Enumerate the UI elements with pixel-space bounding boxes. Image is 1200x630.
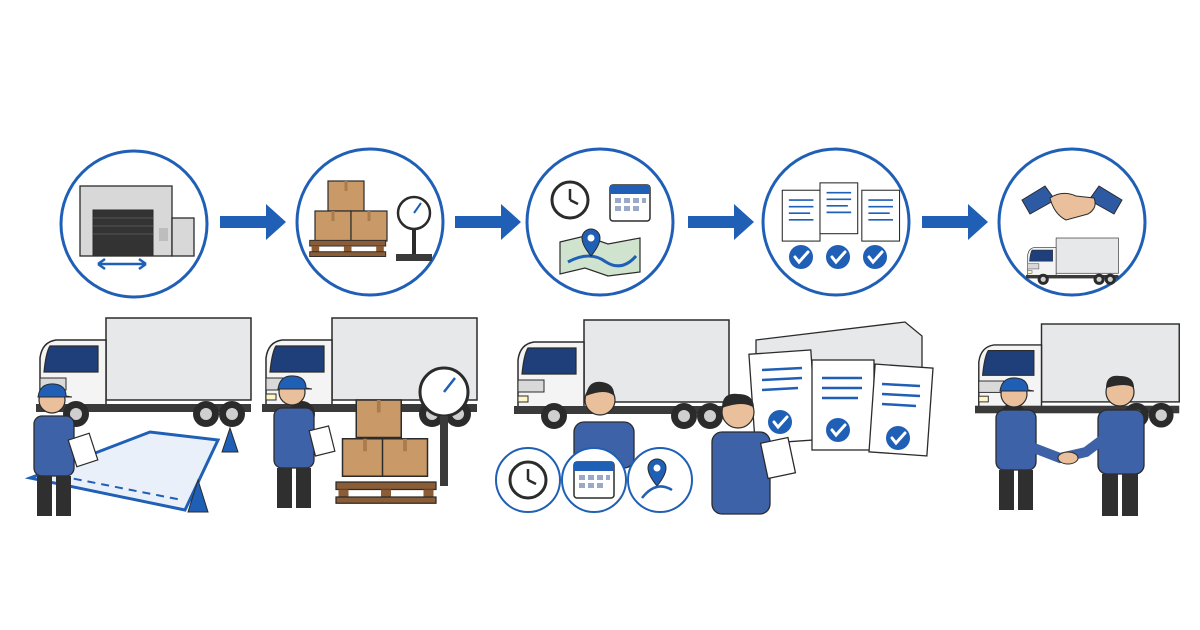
- step-4-document-check-circle: [761, 147, 911, 297]
- scene-5-delivery-handshake: [974, 323, 1180, 516]
- clipboard-icon: [308, 425, 336, 457]
- clipboard-icon: [759, 436, 797, 480]
- traffic-cone-icon: [187, 426, 239, 513]
- route-pin-circle-icon: [627, 447, 693, 513]
- parking-bay-outline: [24, 430, 221, 512]
- document-sheet-2: [811, 359, 875, 451]
- flow-arrows: [220, 204, 988, 240]
- truck-1: [35, 317, 252, 428]
- scene-3-worker-planning-route: [495, 319, 730, 513]
- arrow-3-to-4-icon: [688, 204, 754, 240]
- approved-documents-icon: [781, 182, 901, 271]
- boxes-scale-icon: [309, 179, 432, 261]
- clipboard-icon: [67, 432, 99, 468]
- worker-4: [711, 393, 771, 515]
- warehouse-icon: [79, 185, 195, 271]
- step-2-cargo-weighing-circle: [295, 147, 445, 297]
- scene-2-worker-weighing-pallet: [261, 317, 478, 509]
- arrow-2-to-3-icon: [455, 204, 521, 240]
- step-5-handover-circle: [997, 147, 1147, 297]
- step-3-route-scheduling-circle: [525, 147, 675, 297]
- clock-circle-icon: [495, 447, 561, 513]
- arrow-1-to-2-icon: [220, 204, 286, 240]
- client-person: [1097, 375, 1145, 516]
- handshake-icon: [1029, 435, 1107, 465]
- calendar-circle-icon: [561, 447, 627, 513]
- document-sheet-1: [748, 349, 818, 445]
- arrow-4-to-5-icon: [922, 204, 988, 240]
- scene-1-truck-parking-inspection: [24, 317, 252, 517]
- scene-4-worker-reviewing-documents: [711, 321, 934, 515]
- handshake-truck-icon: [1021, 185, 1123, 286]
- clock-calendar-map-icon: [550, 180, 651, 277]
- scale-icon: [418, 366, 470, 486]
- document-sheet-3: [868, 363, 934, 457]
- step-1-loading-bay-circle: [59, 149, 209, 299]
- truck-3: [513, 319, 730, 430]
